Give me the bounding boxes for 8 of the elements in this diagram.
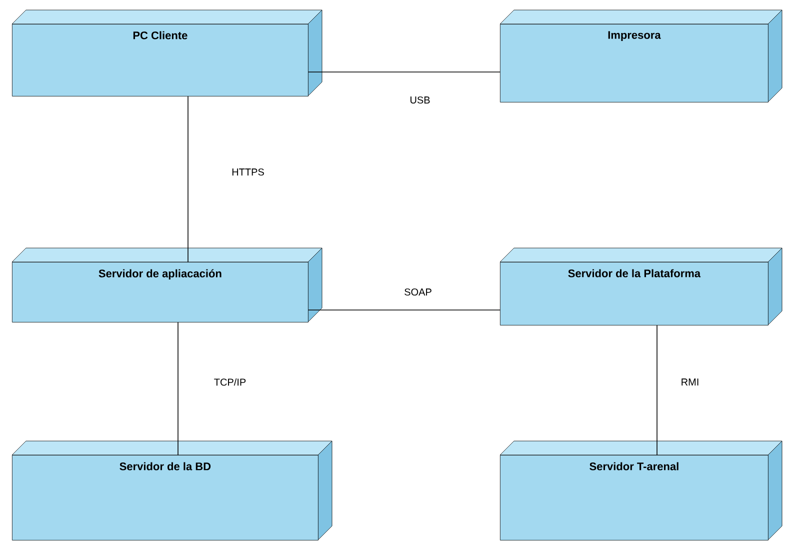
node-box: PC Cliente — [12, 10, 322, 96]
connector-line — [656, 325, 658, 456]
node-box: Impresora — [500, 10, 782, 102]
edge-label: RMI — [680, 378, 700, 386]
node-box: Servidor de la BD — [12, 440, 332, 540]
node-box: Servidor de la Plataforma — [500, 248, 782, 326]
node-box: Servidor de apliacación — [12, 248, 322, 322]
node-box: Servidor T-arenal — [500, 440, 782, 540]
